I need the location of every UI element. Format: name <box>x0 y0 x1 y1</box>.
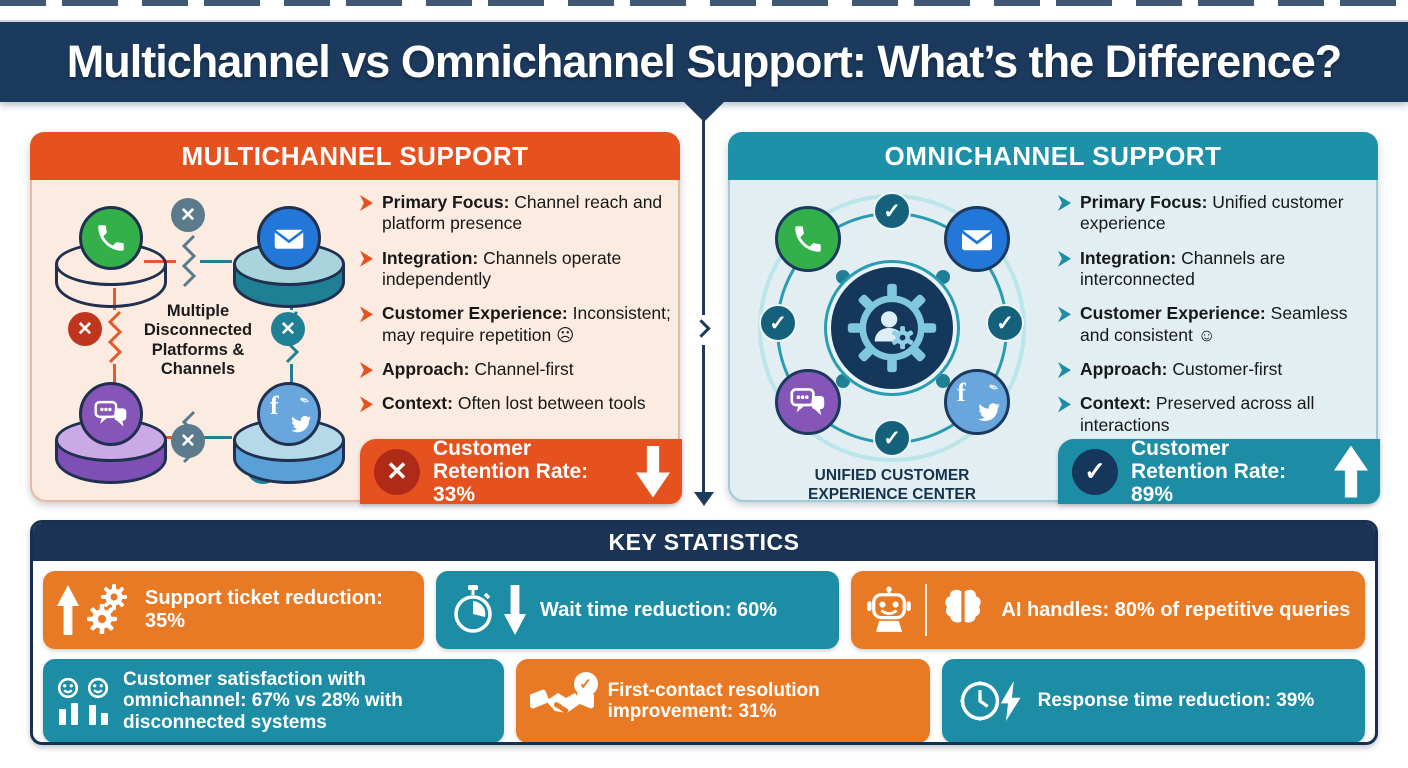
brain-icon <box>945 589 982 623</box>
feather-glyph: ✒ <box>986 378 1002 397</box>
center-divider-line <box>702 112 705 494</box>
multichannel-diagram-label: Multiple Disconnected Platforms & Channe… <box>143 302 253 379</box>
email-icon <box>257 206 321 270</box>
x-icon: ✕ <box>271 312 305 346</box>
facebook-f-glyph: f <box>270 391 279 420</box>
check-icon: ✓ <box>873 419 911 457</box>
retention-label: Customer Retention Rate: 89% <box>1131 436 1287 507</box>
multichannel-title: MULTICHANNEL SUPPORT <box>30 132 680 180</box>
facebook-f-glyph: f <box>957 378 966 407</box>
stat-card-ai-handles: AI handles: 80% of repetitive queries <box>851 571 1365 649</box>
whatsapp-icon <box>775 206 841 272</box>
arrow-right-marker-icon <box>360 396 373 413</box>
bullet-item: Context: Often lost between tools <box>360 393 678 414</box>
stat-card-support-ticket: Support ticket reduction: 35% <box>43 571 424 649</box>
twitter-bird-icon <box>290 413 312 435</box>
check-icon: ✓ <box>573 672 598 696</box>
check-icon: ✓ <box>1072 448 1118 495</box>
arrow-right-marker-icon <box>1058 306 1071 323</box>
stat-card-first-contact: ✓ First-contact resolution improvement: … <box>515 659 930 742</box>
arrow-right-marker-icon <box>360 195 373 211</box>
bullet-item: Approach: Customer-first <box>1058 359 1376 380</box>
check-icon: ✓ <box>986 304 1024 342</box>
arrow-right-marker-icon <box>360 306 373 323</box>
omnichannel-panel: OMNICHANNEL SUPPORT <box>728 132 1380 507</box>
chat-icon <box>79 382 143 446</box>
broken-link-zigzag <box>181 234 197 288</box>
feather-glyph: ✒ <box>297 391 313 410</box>
x-icon: ✕ <box>374 448 420 495</box>
omnichannel-title: OMNICHANNEL SUPPORT <box>728 132 1378 180</box>
key-statistics-title: KEY STATISTICS <box>33 523 1375 561</box>
whatsapp-platform <box>52 206 170 318</box>
bullet-item: Integration: Channels are interconnected <box>1058 248 1376 291</box>
stat-card-wait-time: Wait time reduction: 60% <box>436 571 840 649</box>
arrow-right-marker-icon <box>1058 250 1071 267</box>
multichannel-bullet-list: Primary Focus: Channel reach and platfor… <box>360 192 678 415</box>
bullet-item: Approach: Channel-first <box>360 359 678 380</box>
unified-hub-icon <box>827 263 957 393</box>
arrow-down-icon <box>636 445 670 498</box>
arrow-right-marker-icon <box>1058 195 1071 211</box>
omnichannel-diagram-label: UNIFIED CUSTOMER EXPERIENCE CENTER <box>808 467 976 504</box>
arrow-right-marker-icon <box>1058 396 1071 413</box>
arrow-up-icon <box>1334 445 1368 498</box>
bullet-item: Context: Preserved across all interactio… <box>1058 393 1376 436</box>
stat-card-satisfaction: Customer satisfaction with omnichannel: … <box>43 659 504 742</box>
chat-icon <box>775 369 841 435</box>
arrow-right-marker-icon <box>360 250 373 267</box>
key-statistics-panel: KEY STATISTICS Support ticket reduction:… <box>30 520 1378 745</box>
check-icon: ✓ <box>759 304 797 342</box>
bullet-item: Primary Focus: Channel reach and platfor… <box>360 192 678 235</box>
cropped-text-strip <box>0 0 1408 6</box>
omnichannel-bullet-list: Primary Focus: Unified customer experien… <box>1058 192 1376 436</box>
clock-lightning-icon <box>956 677 1024 725</box>
retention-label: Customer Retention Rate: 33% <box>433 436 589 507</box>
multichannel-panel: MULTICHANNEL SUPPORT <box>30 132 682 507</box>
bullet-item: Customer Experience: Seamless and consis… <box>1058 303 1376 346</box>
bullet-item: Integration: Channels operate independen… <box>360 248 678 291</box>
bullet-item: Customer Experience: Inconsistent; may r… <box>360 303 678 346</box>
retention-badge-multichannel: ✕ Customer Retention Rate: 33% <box>360 436 682 507</box>
x-icon: ✕ <box>171 424 205 458</box>
social-icon: f ✒ <box>257 382 321 446</box>
bullet-item: Primary Focus: Unified customer experien… <box>1058 192 1376 235</box>
broken-link-zigzag <box>107 310 123 364</box>
arrow-down-icon <box>694 492 714 506</box>
multichannel-diagram: f ✒ ✕ ✕ ✕ ✕ ✕ ✕ Mult <box>38 184 358 500</box>
stat-card-response-time: Response time reduction: 39% <box>941 659 1365 742</box>
page-title: Multichannel vs Omnichannel Support: Wha… <box>66 36 1342 87</box>
omnichannel-diagram: f ✒ ✓ ✓ ✓ ✓ UNIFIED CUSTOMER EXPERIENCE … <box>740 178 1060 503</box>
header-banner: Multichannel vs Omnichannel Support: Wha… <box>0 20 1408 102</box>
handshake-check-icon: ✓ <box>526 672 598 726</box>
x-icon: ✕ <box>171 198 205 232</box>
stopwatch-arrow-down-icon <box>450 584 526 636</box>
arrow-right-marker-icon <box>360 362 373 379</box>
arrow-right-marker-icon <box>1058 362 1071 379</box>
smiley-bar-chart-icon <box>57 677 109 725</box>
twitter-bird-icon <box>977 400 1001 424</box>
arrow-up-gears-icon <box>57 584 131 636</box>
robot-icon <box>867 586 912 632</box>
x-icon: ✕ <box>68 312 102 346</box>
email-icon <box>944 206 1010 272</box>
check-icon: ✓ <box>873 192 911 230</box>
whatsapp-icon <box>79 206 143 270</box>
divider <box>925 584 928 636</box>
retention-badge-omnichannel: ✓ Customer Retention Rate: 89% <box>1058 436 1380 507</box>
social-icon: f ✒ <box>944 369 1010 435</box>
